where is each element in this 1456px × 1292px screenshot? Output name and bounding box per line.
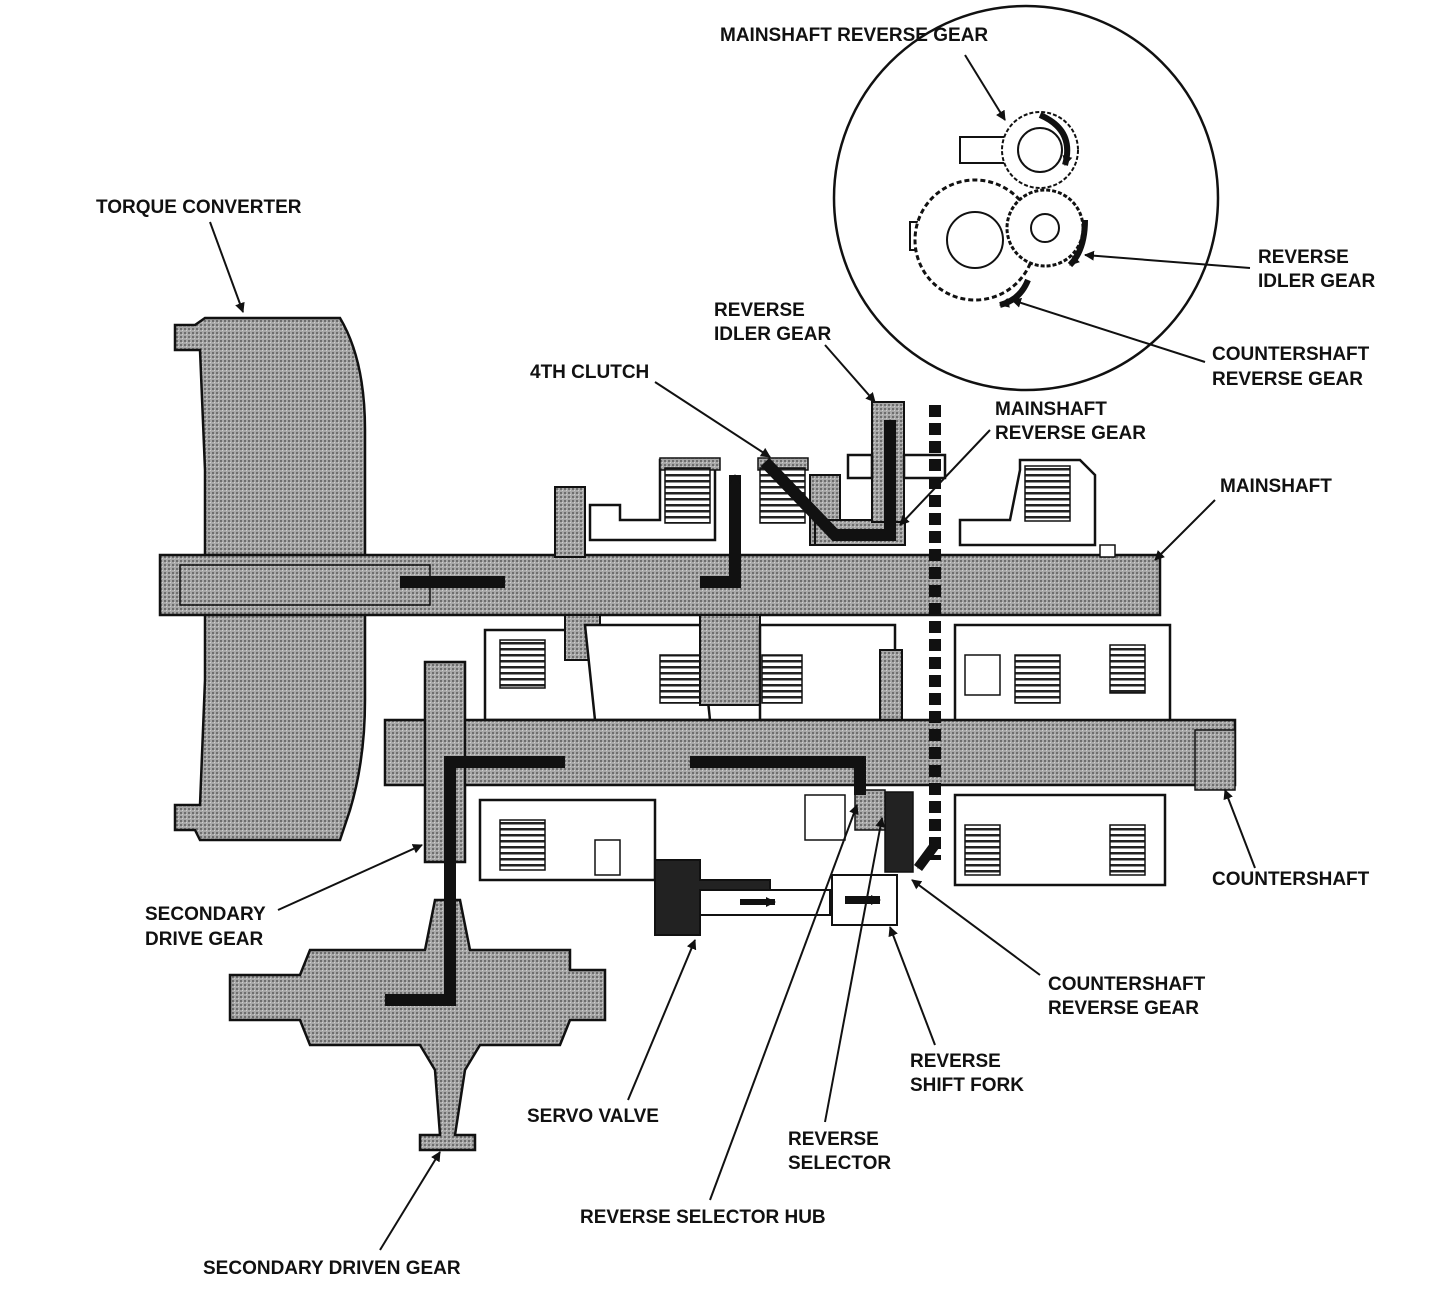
middle-clutch-assembly xyxy=(483,614,1172,727)
label-reverse-selector: REVERSE SELECTOR xyxy=(788,1129,891,1174)
rotation-arrow-icon xyxy=(999,278,1031,308)
label-countershaft-reverse-gear: COUNTERSHAFT REVERSE GEAR xyxy=(1048,974,1211,1019)
label-reverse-idler-gear: REVERSE IDLER GEAR xyxy=(714,300,831,345)
arrow-up-icon xyxy=(760,419,896,541)
label-servo-valve: SERVO VALVE xyxy=(527,1106,659,1127)
servo-valve-assembly xyxy=(654,859,898,936)
label-mainshaft: MAINSHAFT xyxy=(1220,476,1332,497)
lower-clutch-assembly xyxy=(478,789,1167,887)
arrow-up-icon xyxy=(700,474,741,588)
arrow-down-icon xyxy=(913,842,940,871)
label-4th-clutch: 4TH CLUTCH xyxy=(530,362,649,383)
upper-clutch-assembly xyxy=(554,401,1116,558)
inset-gear-detail xyxy=(832,4,1220,392)
secondary-driven-shaft xyxy=(228,898,607,1152)
label-torque-converter: TORQUE CONVERTER xyxy=(96,197,302,218)
gear-icon xyxy=(1005,188,1085,268)
rotation-arrow-icon xyxy=(1067,219,1088,268)
leader-lines xyxy=(209,54,1256,1251)
label-reverse-shift-fork: REVERSE SHIFT FORK xyxy=(910,1051,1024,1096)
countershaft-reverse-gear-part xyxy=(884,791,914,873)
label-mainshaft-reverse-gear: MAINSHAFT REVERSE GEAR xyxy=(995,399,1146,444)
gear-icon xyxy=(913,178,1037,302)
label-reverse-idler-gear-inset: REVERSE IDLER GEAR xyxy=(1258,247,1375,292)
rotation-arrow-icon xyxy=(1038,112,1073,166)
label-secondary-drive-gear: SECONDARY DRIVE GEAR xyxy=(145,904,271,950)
fourth-clutch-pack xyxy=(664,467,711,524)
countershaft-body xyxy=(383,718,1237,787)
label-secondary-driven-gear: SECONDARY DRIVEN GEAR xyxy=(203,1258,461,1279)
label-countershaft-reverse-gear-inset: COUNTERSHAFT REVERSE GEAR xyxy=(1212,344,1375,390)
arrow-left-icon xyxy=(689,756,866,795)
label-reverse-selector-hub: REVERSE SELECTOR HUB xyxy=(580,1207,826,1228)
power-flow-path xyxy=(384,419,896,1006)
label-countershaft: COUNTERSHAFT xyxy=(1212,869,1370,890)
label-mainshaft-reverse-gear-inset: MAINSHAFT REVERSE GEAR xyxy=(720,25,988,46)
arrow-left-icon xyxy=(384,756,565,1006)
